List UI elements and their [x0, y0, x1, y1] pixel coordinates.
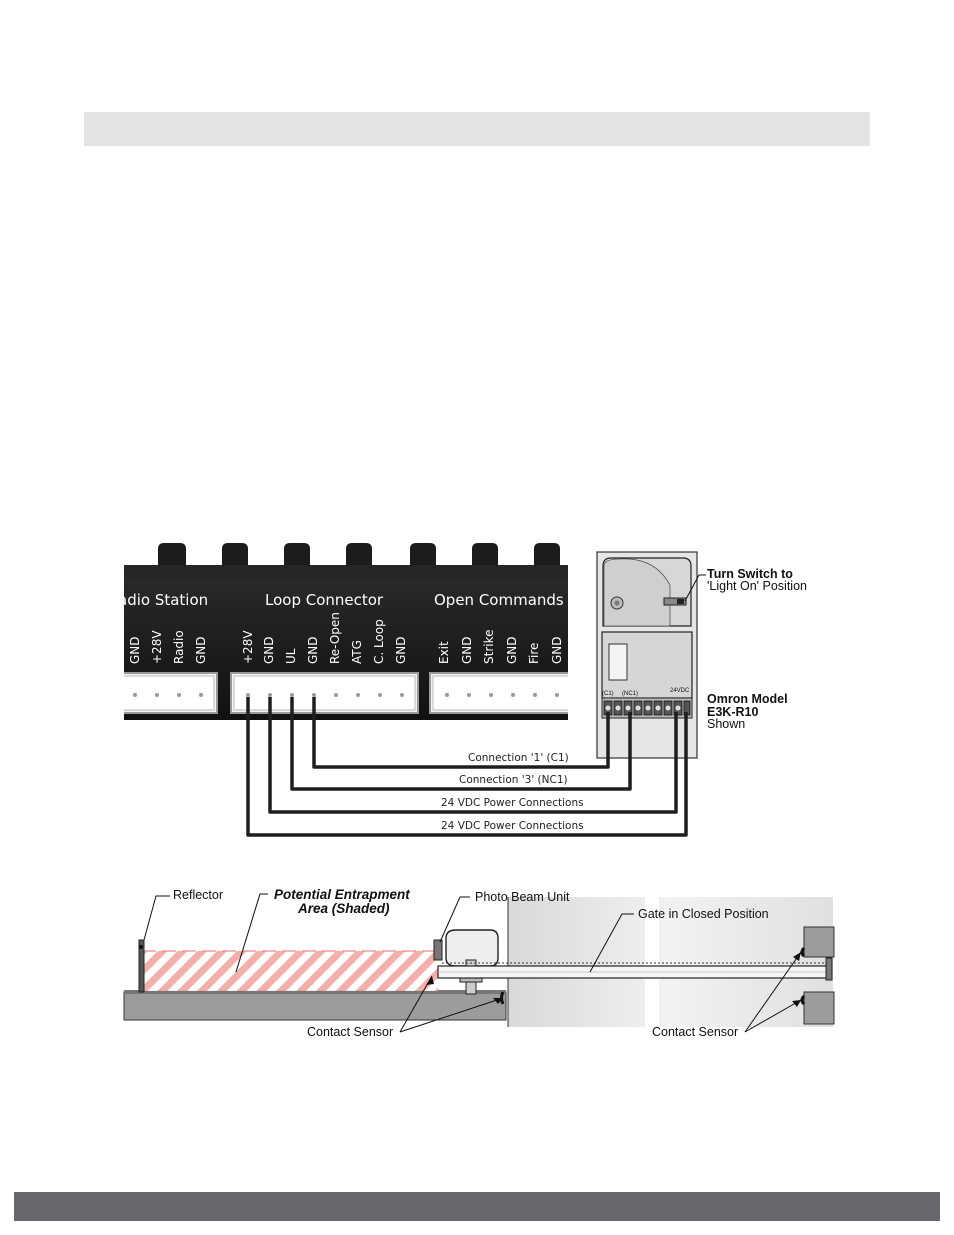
- photo-beam-label: Photo Beam Unit: [475, 890, 570, 904]
- contact-sensor-right-label: Contact Sensor: [652, 1025, 738, 1039]
- footer-bar: [14, 1192, 940, 1221]
- pin-label: GND: [394, 636, 408, 664]
- model-callout: Omron Model E3K-R10 Shown: [707, 692, 788, 731]
- pin-label: GND: [550, 636, 564, 664]
- pin-label: Radio: [172, 630, 186, 664]
- controller-board: adio Station Loop Connector Open Command…: [118, 543, 568, 720]
- pin-label: GND: [460, 636, 474, 664]
- open-commands-pins: Exit GND Strike GND Fire GND: [437, 630, 564, 665]
- right-post-bottom: [803, 991, 835, 1025]
- loop-connector-pins: +28V GND UL GND Re-Open ATG C. Loop GND: [241, 612, 408, 664]
- pin-label: GND: [194, 636, 208, 664]
- reflector: [138, 939, 145, 993]
- model-name: Omron Model: [707, 692, 788, 706]
- wire-24vdc-1: [268, 697, 678, 814]
- wire-c1: [312, 697, 610, 769]
- right-post-top: [803, 926, 835, 958]
- terminal-label-24vdc: 24VDC: [670, 688, 690, 694]
- pin-label: GND: [262, 636, 276, 664]
- wire-nc1: [290, 697, 632, 791]
- pin-label: Re-Open: [328, 612, 342, 664]
- group-title-loop-connector: Loop Connector: [265, 591, 384, 609]
- reflector-label: Reflector: [173, 888, 223, 902]
- ground-slab: [123, 991, 507, 1021]
- pin-label: +28V: [241, 630, 255, 664]
- wire-label-24vdc-1: 24 VDC Power Connections: [441, 797, 584, 809]
- group-title-radio-station: adio Station: [118, 591, 208, 609]
- group-title-open-commands: Open Commands: [434, 591, 564, 609]
- gate-diagram: Reflector Potential Entrapment Area (Sha…: [123, 887, 835, 1039]
- pin-label: GND: [306, 636, 320, 664]
- entrapment-label-line1: Potential Entrapment: [274, 887, 410, 902]
- gate-closed-label: Gate in Closed Position: [638, 907, 769, 921]
- pin-label: Fire: [527, 643, 541, 664]
- terminal-label-c1: (C1): [602, 691, 614, 697]
- terminal-block-loop: [230, 672, 419, 714]
- terminal-block-open-commands: [429, 672, 568, 714]
- terminal-block-radio: [124, 672, 218, 714]
- pin-label: +28V: [150, 630, 164, 664]
- model-number: E3K-R10: [707, 705, 758, 719]
- wire-label-c1: Connection '1' (C1): [468, 752, 569, 764]
- pin-label: UL: [284, 648, 298, 664]
- contact-sensor-left-label: Contact Sensor: [307, 1025, 393, 1039]
- photo-beam-unit: [433, 929, 499, 995]
- model-shown: Shown: [707, 717, 745, 731]
- header-bar: [84, 112, 870, 146]
- wire-24vdc-2: [246, 697, 688, 837]
- wiring-diagram: adio Station Loop Connector Open Command…: [118, 543, 807, 837]
- switch-callout-subtitle: 'Light On' Position: [707, 579, 807, 593]
- pin-label: GND: [505, 636, 519, 664]
- wire-label-24vdc-2: 24 VDC Power Connections: [441, 820, 584, 832]
- pin-label: ATG: [350, 640, 364, 664]
- omron-sensor: (C1) (NC1) 24VDC: [596, 551, 698, 759]
- entrapment-label-line2: Area (Shaded): [297, 901, 390, 916]
- terminal-label-nc1: (NC1): [622, 691, 638, 697]
- light-on-switch[interactable]: [663, 597, 687, 606]
- entrapment-area: [142, 951, 438, 991]
- pin-label: Exit: [437, 641, 451, 664]
- pin-label: Strike: [482, 630, 496, 665]
- pin-label: GND: [128, 636, 142, 664]
- pin-label: C. Loop: [372, 619, 386, 664]
- switch-callout: Turn Switch to 'Light On' Position: [684, 567, 807, 602]
- switch-callout-title: Turn Switch to: [707, 567, 793, 581]
- radio-station-pins: GND +28V Radio GND: [128, 630, 208, 664]
- wire-label-nc1: Connection '3' (NC1): [459, 774, 568, 786]
